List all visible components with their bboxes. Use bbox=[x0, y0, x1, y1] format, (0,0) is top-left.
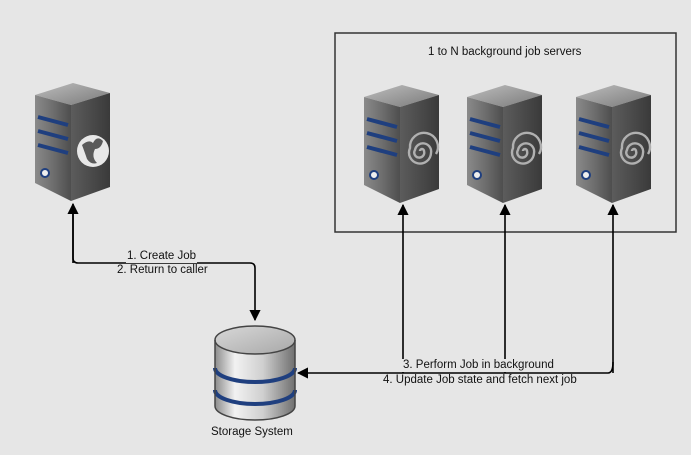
create-job-label: 1. Create Job bbox=[126, 250, 198, 263]
update-job-label: 4. Update Job state and fetch next job bbox=[382, 374, 578, 387]
spiral-icon bbox=[510, 131, 543, 165]
job-server-2 bbox=[465, 83, 544, 205]
spiral-icon bbox=[619, 131, 652, 165]
job-server-1 bbox=[362, 83, 441, 205]
storage-system-icon bbox=[213, 325, 297, 421]
spiral-icon bbox=[407, 131, 440, 165]
job-server-3 bbox=[574, 83, 653, 205]
return-to-caller-label: 2. Return to caller bbox=[116, 264, 209, 277]
storage-system-label: Storage System bbox=[211, 426, 293, 438]
perform-job-label: 3. Perform Job in background bbox=[402, 359, 555, 372]
app-server bbox=[33, 81, 112, 203]
cluster-title: 1 to N background job servers bbox=[428, 46, 582, 58]
globe-icon bbox=[77, 135, 109, 167]
